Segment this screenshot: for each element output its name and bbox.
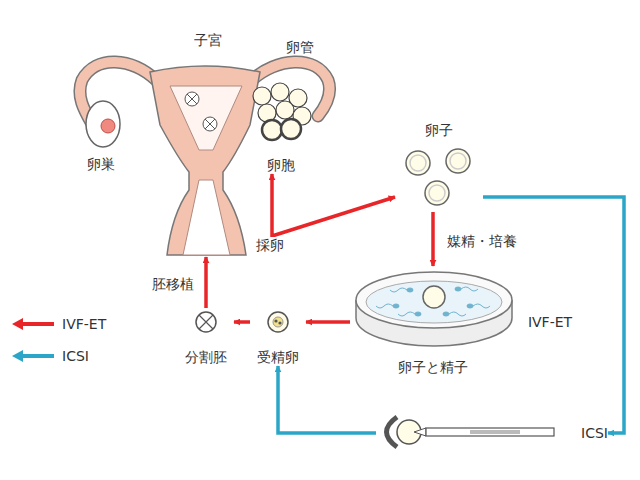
legend: IVF-ET ICSI [10, 312, 106, 376]
uterus-body [150, 66, 260, 255]
legend-arrow [22, 322, 54, 326]
egg-group: 卵子 [395, 122, 483, 212]
fertilized-egg-icon [268, 312, 288, 332]
part-label: 卵管 [286, 39, 314, 56]
legend-text: IVF-ET [62, 316, 106, 332]
legend-swatch [10, 348, 56, 364]
node-label: 卵子と精子 [398, 359, 468, 376]
ivf-arrow [306, 320, 350, 324]
embryo-cross [205, 119, 215, 129]
injection-needle [426, 428, 554, 436]
node-label: ICSI [581, 425, 608, 442]
ovary [86, 101, 120, 147]
ivf-arrow [272, 174, 395, 236]
icsi-pipettes [387, 417, 555, 447]
node-label: 分割胚 [185, 349, 227, 366]
uterus-region: 子宮卵胞 [70, 32, 345, 257]
node-label: 受精卵 [257, 349, 299, 366]
node-label: 卵胞 [267, 157, 295, 174]
implanting-embryos [185, 92, 217, 131]
holding-pipette [387, 417, 398, 447]
node-label: 卵子 [425, 122, 453, 139]
node-label: 子宮 [194, 32, 222, 49]
embryo [203, 117, 217, 131]
follicle-group: 卵胞 [250, 82, 312, 174]
culture-dish: 卵子と精子 [350, 266, 516, 376]
embryo-cross [187, 94, 197, 104]
oocytes [406, 149, 470, 205]
vaginal-canal [183, 180, 230, 255]
ivf-arrow [431, 212, 435, 266]
legend-arrowhead [12, 318, 23, 330]
dish-top [356, 272, 512, 328]
needle-tip [414, 428, 426, 436]
legend-swatch [10, 316, 56, 332]
ivf-arrow [204, 257, 208, 308]
fertilized-egg: 受精卵 [250, 308, 306, 366]
cleavage-embryo-icon [196, 312, 216, 332]
sperm-cells [376, 287, 490, 316]
oocyte-in-dish [423, 286, 445, 308]
legend-text: ICSI [62, 348, 89, 364]
icsi-pipette: ICSI [376, 414, 608, 452]
culture-medium [366, 281, 502, 323]
edge-label: 胚移植 [150, 276, 196, 293]
embryo [185, 92, 199, 106]
follicle-cluster [253, 83, 311, 140]
legend-arrow [22, 354, 54, 358]
uterine-cavity [170, 86, 242, 150]
ivf-arrow [234, 320, 250, 324]
part-label: 卵巣 [87, 156, 115, 173]
legend-row: ICSI [10, 344, 106, 368]
ovary-follicle [101, 119, 115, 133]
petri-dish [356, 272, 512, 346]
edge-label: 採卵 [254, 237, 286, 254]
edge-label: 媒精・培養 [445, 233, 519, 250]
part-label: IVF-ET [528, 314, 572, 331]
needle-content [470, 430, 520, 434]
cleavage-embryo: 分割胚 [178, 308, 234, 366]
legend-arrowhead [12, 350, 23, 362]
legend-row: IVF-ET [10, 312, 106, 336]
icsi-arrow [278, 366, 376, 433]
